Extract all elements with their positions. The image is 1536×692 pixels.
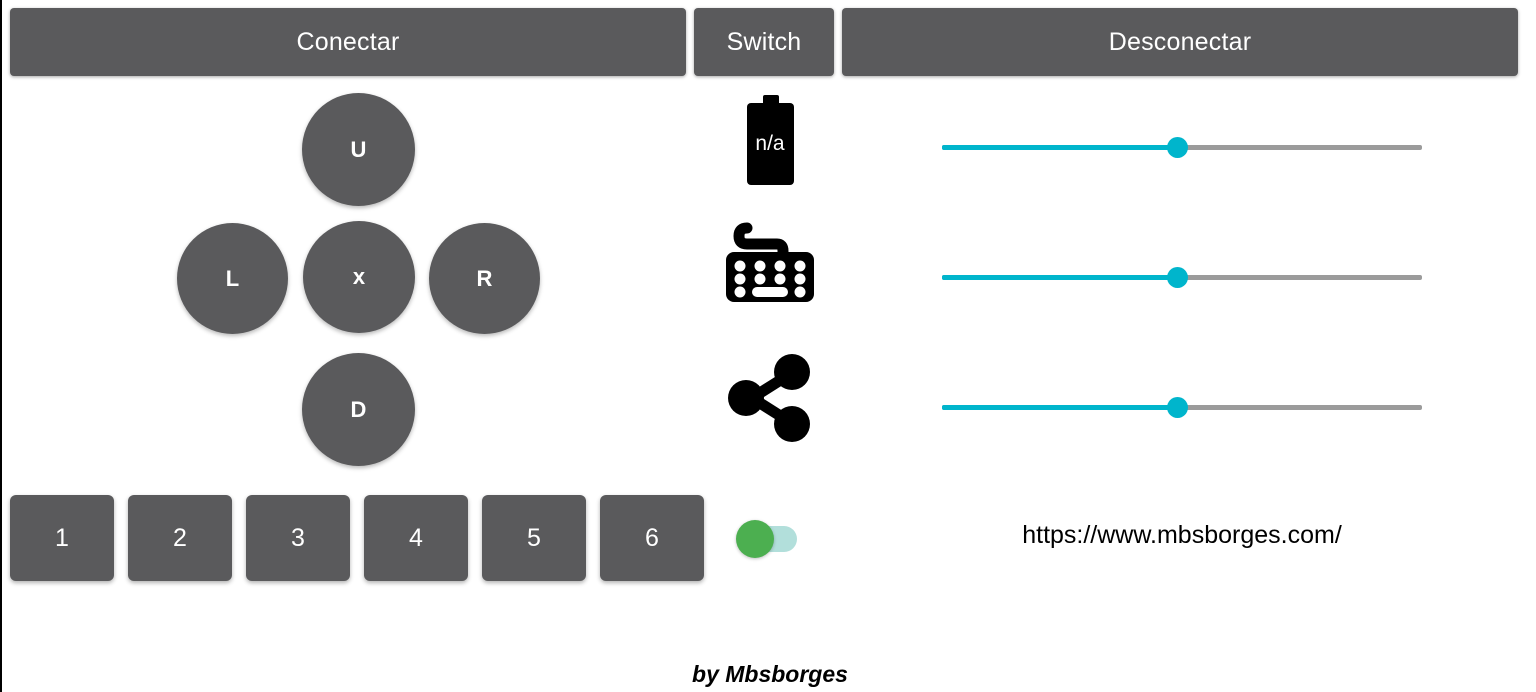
battery-icon: n/a — [746, 95, 794, 185]
dpad-down-button[interactable]: D — [302, 353, 415, 466]
battery-body — [746, 103, 794, 185]
preset-button-2[interactable]: 2 — [128, 495, 232, 581]
slider-2-fill — [942, 275, 1178, 280]
preset-button-row: 1 2 3 4 5 6 — [10, 495, 798, 581]
dpad-right-button[interactable]: R — [429, 223, 540, 334]
dpad-up-button[interactable]: U — [302, 93, 415, 206]
connect-button[interactable]: Conectar — [10, 8, 686, 76]
slider-3[interactable] — [942, 391, 1422, 425]
disconnect-button[interactable]: Desconectar — [842, 8, 1518, 76]
share-icon — [728, 354, 810, 442]
dpad-center-button[interactable]: x — [303, 221, 415, 333]
slider-3-thumb[interactable] — [1167, 397, 1189, 418]
toggle-thumb — [736, 520, 774, 558]
slider-1-thumb[interactable] — [1167, 137, 1189, 158]
battery-nub — [762, 95, 779, 105]
dpad-control: U L x R D — [172, 88, 547, 468]
switch-button[interactable]: Switch — [694, 8, 834, 76]
footer-credit: by Mbsborges — [692, 661, 848, 687]
website-link[interactable]: https://www.mbsborges.com/ — [1022, 521, 1342, 549]
slider-3-fill — [942, 405, 1178, 410]
slider-1-fill — [942, 145, 1178, 150]
status-icon-column: n/a — [702, 88, 838, 468]
preset-button-3[interactable]: 3 — [246, 495, 350, 581]
battery-level-label: n/a — [755, 132, 785, 155]
slider-2[interactable] — [942, 261, 1422, 295]
preset-button-6[interactable]: 6 — [600, 495, 704, 581]
share-button[interactable] — [702, 350, 838, 446]
slider-1[interactable] — [942, 131, 1422, 165]
slider-group — [942, 88, 1422, 468]
preset-button-4[interactable]: 4 — [364, 495, 468, 581]
keyboard-icon — [726, 222, 814, 302]
battery-status[interactable]: n/a — [702, 90, 838, 190]
preset-button-5[interactable]: 5 — [482, 495, 586, 581]
mode-toggle-switch[interactable] — [736, 518, 798, 558]
top-action-bar: Conectar Switch Desconectar — [10, 8, 1528, 76]
preset-button-1[interactable]: 1 — [10, 495, 114, 581]
keyboard-button[interactable] — [702, 212, 838, 316]
dpad-left-button[interactable]: L — [177, 223, 288, 334]
slider-2-thumb[interactable] — [1167, 267, 1189, 288]
